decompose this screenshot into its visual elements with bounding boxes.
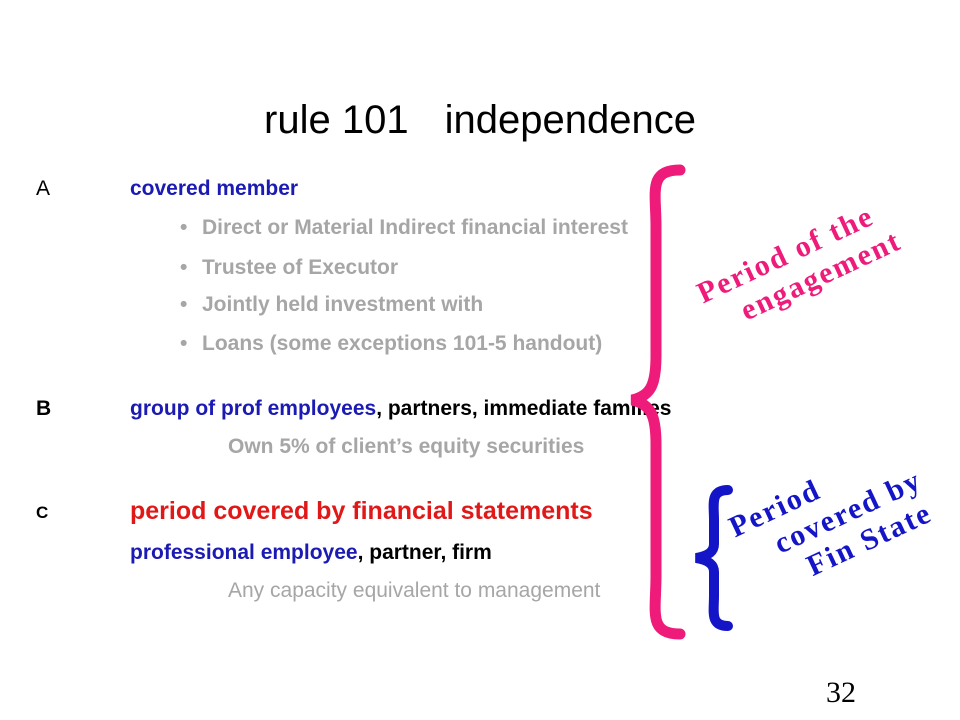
annotation-period-fin-state: Period covered by Fin State	[724, 463, 937, 583]
section-b-label: B	[36, 397, 52, 420]
title-topic: independence	[444, 98, 696, 142]
section-a-bullet: •Direct or Material Indirect financial i…	[180, 216, 628, 239]
blue-brace-icon	[695, 485, 733, 631]
slide-title: rule 101 independence	[0, 96, 960, 144]
section-c-heading: period covered by financial statements	[130, 497, 593, 525]
title-rule: rule 101	[264, 98, 409, 142]
section-a-label: A	[36, 177, 51, 200]
page-number: 32	[826, 676, 856, 709]
pink-brace-icon	[630, 164, 686, 640]
section-b-heading: group of prof employees, partners, immed…	[130, 397, 672, 420]
section-c-line2: professional employee, partner, firm	[130, 541, 492, 564]
section-a-bullet: •Trustee of Executor	[180, 256, 399, 279]
section-c-sub: Any capacity equivalent to management	[228, 579, 601, 602]
section-a-heading: covered member	[130, 177, 299, 200]
annotation-period-engagement: Period of the engagement	[692, 199, 907, 328]
section-a-bullet: •Jointly held investment with	[180, 293, 484, 316]
section-a-bullet: •Loans (some exceptions 101-5 handout)	[180, 332, 603, 355]
section-b-sub: Own 5% of client’s equity securities	[228, 435, 585, 458]
section-c-label: C	[36, 503, 49, 522]
